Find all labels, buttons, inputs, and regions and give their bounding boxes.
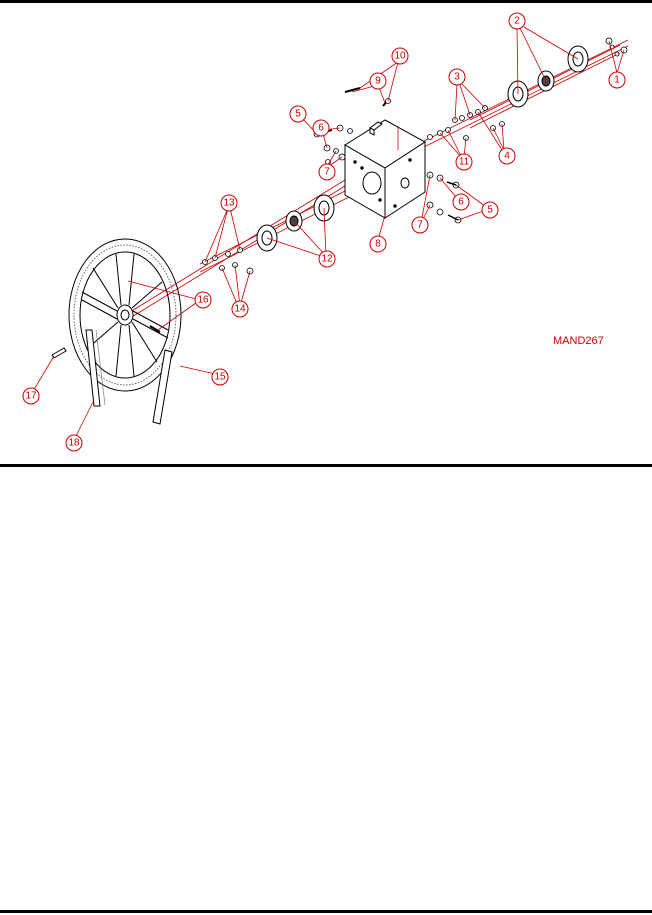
exploded-assembly-diagram: 1 2 3 4 5 6 7 8 bbox=[22, 12, 629, 452]
svg-text:17: 17 bbox=[25, 391, 37, 402]
callout-10: 10 bbox=[391, 47, 409, 65]
svg-text:18: 18 bbox=[68, 438, 80, 449]
svg-text:6: 6 bbox=[318, 123, 324, 134]
callout-3: 3 bbox=[448, 68, 466, 86]
svg-text:5: 5 bbox=[487, 205, 493, 216]
svg-text:7: 7 bbox=[417, 220, 423, 231]
svg-text:4: 4 bbox=[504, 151, 510, 162]
callout-17: 17 bbox=[22, 387, 40, 405]
callout-1: 1 bbox=[608, 71, 626, 89]
callout-16: 16 bbox=[194, 291, 212, 309]
callout-9: 9 bbox=[369, 72, 387, 90]
top-rule bbox=[0, 0, 652, 3]
callout-7-lower: 7 bbox=[411, 216, 429, 234]
pulley-wheel bbox=[68, 238, 182, 392]
callout-5-upper: 5 bbox=[289, 105, 307, 123]
svg-text:16: 16 bbox=[197, 295, 209, 306]
callout-11: 11 bbox=[455, 153, 473, 171]
v-belt bbox=[85, 329, 173, 425]
callout-5-lower: 5 bbox=[481, 201, 499, 219]
svg-text:6: 6 bbox=[458, 197, 464, 208]
leader-lines bbox=[31, 26, 625, 439]
svg-text:5: 5 bbox=[295, 109, 301, 120]
callouts: 1 2 3 4 5 6 7 8 bbox=[22, 12, 626, 452]
callout-6-lower: 6 bbox=[452, 193, 470, 211]
svg-text:12: 12 bbox=[321, 254, 333, 265]
svg-text:10: 10 bbox=[394, 51, 406, 62]
svg-text:14: 14 bbox=[234, 304, 246, 315]
callout-6-upper: 6 bbox=[312, 119, 330, 137]
svg-text:15: 15 bbox=[214, 372, 226, 383]
svg-text:1: 1 bbox=[614, 75, 620, 86]
bottom-rule bbox=[0, 910, 652, 913]
callout-14: 14 bbox=[231, 300, 249, 318]
svg-text:13: 13 bbox=[223, 198, 235, 209]
callout-8: 8 bbox=[369, 235, 387, 253]
fastener-hardware bbox=[202, 37, 628, 275]
svg-text:9: 9 bbox=[375, 76, 381, 87]
callout-2: 2 bbox=[508, 12, 526, 30]
svg-text:3: 3 bbox=[454, 72, 460, 83]
drawing-id-label: MAND267 bbox=[553, 335, 604, 347]
callout-18: 18 bbox=[65, 434, 83, 452]
callout-4: 4 bbox=[498, 147, 516, 165]
middle-rule bbox=[0, 464, 652, 467]
callout-12: 12 bbox=[318, 250, 336, 268]
callout-15: 15 bbox=[211, 368, 229, 386]
callout-7-upper: 7 bbox=[318, 163, 336, 181]
svg-text:8: 8 bbox=[375, 239, 381, 250]
svg-text:2: 2 bbox=[514, 16, 520, 27]
svg-text:7: 7 bbox=[324, 167, 330, 178]
callout-13: 13 bbox=[220, 194, 238, 212]
svg-text:11: 11 bbox=[459, 157, 470, 168]
gearbox-housing bbox=[344, 119, 426, 219]
